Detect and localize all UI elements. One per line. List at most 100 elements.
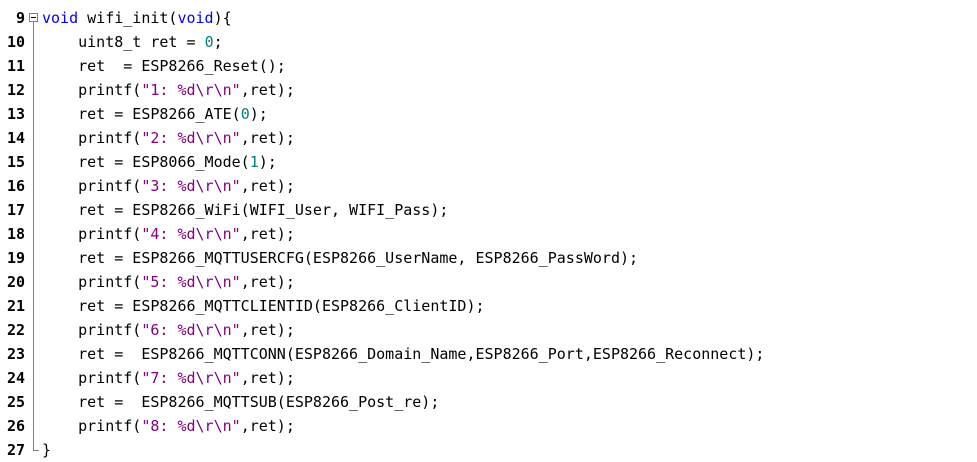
string-token: "8: %d\r\n" — [141, 417, 241, 435]
code-token: printf( — [42, 417, 142, 435]
line-number: 19 — [6, 249, 25, 267]
code-text: ret = ESP8266_MQTTSUB(ESP8266_Post_re); — [42, 390, 439, 414]
code-text: void wifi_init(void){ — [42, 6, 232, 30]
code-token: printf( — [42, 369, 142, 387]
code-line[interactable]: 26 printf("8: %d\r\n",ret); — [0, 414, 977, 438]
string-token: "1: %d\r\n" — [141, 81, 241, 99]
code-token: uint8_t ret = — [42, 33, 205, 51]
string-token: "6: %d\r\n" — [141, 321, 241, 339]
code-token: ret = ESP8266_ATE( — [42, 105, 241, 123]
code-token: ,ret); — [240, 321, 295, 339]
code-token: ); — [258, 153, 277, 171]
code-line[interactable]: 25 ret = ESP8266_MQTTSUB(ESP8266_Post_re… — [0, 390, 977, 414]
fold-end-marker — [33, 450, 39, 451]
code-token: ,ret); — [240, 273, 295, 291]
code-token: ,ret); — [240, 81, 295, 99]
code-token: ,ret); — [240, 417, 295, 435]
code-line[interactable]: 18 printf("4: %d\r\n",ret); — [0, 222, 977, 246]
keyword-token: void — [177, 9, 214, 27]
string-token: "5: %d\r\n" — [141, 273, 241, 291]
code-token: ,ret); — [240, 177, 295, 195]
line-number: 13 — [6, 105, 25, 123]
code-line[interactable]: 14 printf("2: %d\r\n",ret); — [0, 126, 977, 150]
code-text: printf("1: %d\r\n",ret); — [42, 78, 295, 102]
code-text: printf("7: %d\r\n",ret); — [42, 366, 295, 390]
code-line[interactable]: 19 ret = ESP8266_MQTTUSERCFG(ESP8266_Use… — [0, 246, 977, 270]
line-number: 22 — [6, 321, 25, 339]
code-token: printf( — [42, 129, 142, 147]
line-number: 20 — [6, 273, 25, 291]
line-number: 10 — [6, 33, 25, 51]
code-text: printf("6: %d\r\n",ret); — [42, 318, 295, 342]
code-line[interactable]: 11 ret = ESP8266_Reset(); — [0, 54, 977, 78]
code-text: printf("3: %d\r\n",ret); — [42, 174, 295, 198]
code-line[interactable]: 20 printf("5: %d\r\n",ret); — [0, 270, 977, 294]
keyword-token: void — [42, 9, 79, 27]
code-token: printf( — [42, 81, 142, 99]
code-text: ret = ESP8266_WiFi(WIFI_User, WIFI_Pass)… — [42, 198, 448, 222]
line-number: 12 — [6, 81, 25, 99]
line-number: 26 — [6, 417, 25, 435]
fold-rail — [33, 22, 34, 450]
line-number: 24 — [6, 369, 25, 387]
code-text: ret = ESP8066_Mode(1); — [42, 150, 277, 174]
code-token: printf( — [42, 177, 142, 195]
code-token: ,ret); — [240, 129, 295, 147]
code-token: ret = ESP8266_MQTTSUB(ESP8266_Post_re); — [42, 393, 440, 411]
code-line[interactable]: 15 ret = ESP8066_Mode(1); — [0, 150, 977, 174]
string-token: "3: %d\r\n" — [141, 177, 241, 195]
code-text: ret = ESP8266_MQTTCONN(ESP8266_Domain_Na… — [42, 342, 764, 366]
code-token: printf( — [42, 321, 142, 339]
code-token: ret = ESP8266_MQTTCONN(ESP8266_Domain_Na… — [42, 345, 765, 363]
line-number: 15 — [6, 153, 25, 171]
string-token: "4: %d\r\n" — [141, 225, 241, 243]
code-line[interactable]: 22 printf("6: %d\r\n",ret); — [0, 318, 977, 342]
code-text: printf("5: %d\r\n",ret); — [42, 270, 295, 294]
number-token: 0 — [204, 33, 214, 51]
code-line[interactable]: 17 ret = ESP8266_WiFi(WIFI_User, WIFI_Pa… — [0, 198, 977, 222]
code-text: ret = ESP8266_Reset(); — [42, 54, 286, 78]
code-token: ){ — [213, 9, 232, 27]
code-token: printf( — [42, 225, 142, 243]
number-token: 1 — [249, 153, 259, 171]
string-token: "2: %d\r\n" — [141, 129, 241, 147]
code-token: ret = ESP8266_MQTTUSERCFG(ESP8266_UserNa… — [42, 249, 639, 267]
line-number: 9 — [15, 9, 25, 27]
code-line[interactable]: 21 ret = ESP8266_MQTTCLIENTID(ESP8266_Cl… — [0, 294, 977, 318]
line-number: 25 — [6, 393, 25, 411]
code-line[interactable]: 12 printf("1: %d\r\n",ret); — [0, 78, 977, 102]
line-number: 11 — [6, 57, 25, 75]
code-text: ret = ESP8266_ATE(0); — [42, 102, 268, 126]
code-line[interactable]: 27} — [0, 438, 977, 462]
string-token: "7: %d\r\n" — [141, 369, 241, 387]
line-number: 18 — [6, 225, 25, 243]
code-line[interactable]: 16 printf("3: %d\r\n",ret); — [0, 174, 977, 198]
line-number: 27 — [6, 441, 25, 459]
code-token: ret = ESP8066_Mode( — [42, 153, 250, 171]
line-number: 16 — [6, 177, 25, 195]
fold-toggle-icon[interactable] — [29, 13, 38, 22]
code-token: ret = ESP8266_WiFi(WIFI_User, WIFI_Pass)… — [42, 201, 449, 219]
code-token: ,ret); — [240, 225, 295, 243]
line-number: 17 — [6, 201, 25, 219]
code-line[interactable]: 13 ret = ESP8266_ATE(0); — [0, 102, 977, 126]
code-text: printf("4: %d\r\n",ret); — [42, 222, 295, 246]
code-line[interactable]: 24 printf("7: %d\r\n",ret); — [0, 366, 977, 390]
number-token: 0 — [240, 105, 250, 123]
code-token: ); — [249, 105, 268, 123]
code-text: ret = ESP8266_MQTTCLIENTID(ESP8266_Clien… — [42, 294, 485, 318]
code-text: printf("2: %d\r\n",ret); — [42, 126, 295, 150]
code-line[interactable]: 23 ret = ESP8266_MQTTCONN(ESP8266_Domain… — [0, 342, 977, 366]
code-line[interactable]: 10 uint8_t ret = 0; — [0, 30, 977, 54]
code-token: wifi_init( — [78, 9, 178, 27]
line-number: 14 — [6, 129, 25, 147]
code-token: ,ret); — [240, 369, 295, 387]
code-text: } — [42, 438, 51, 462]
code-token: } — [42, 441, 52, 459]
code-text: printf("8: %d\r\n",ret); — [42, 414, 295, 438]
code-text: uint8_t ret = 0; — [42, 30, 223, 54]
code-token: ret = ESP8266_MQTTCLIENTID(ESP8266_Clien… — [42, 297, 485, 315]
code-token: printf( — [42, 273, 142, 291]
